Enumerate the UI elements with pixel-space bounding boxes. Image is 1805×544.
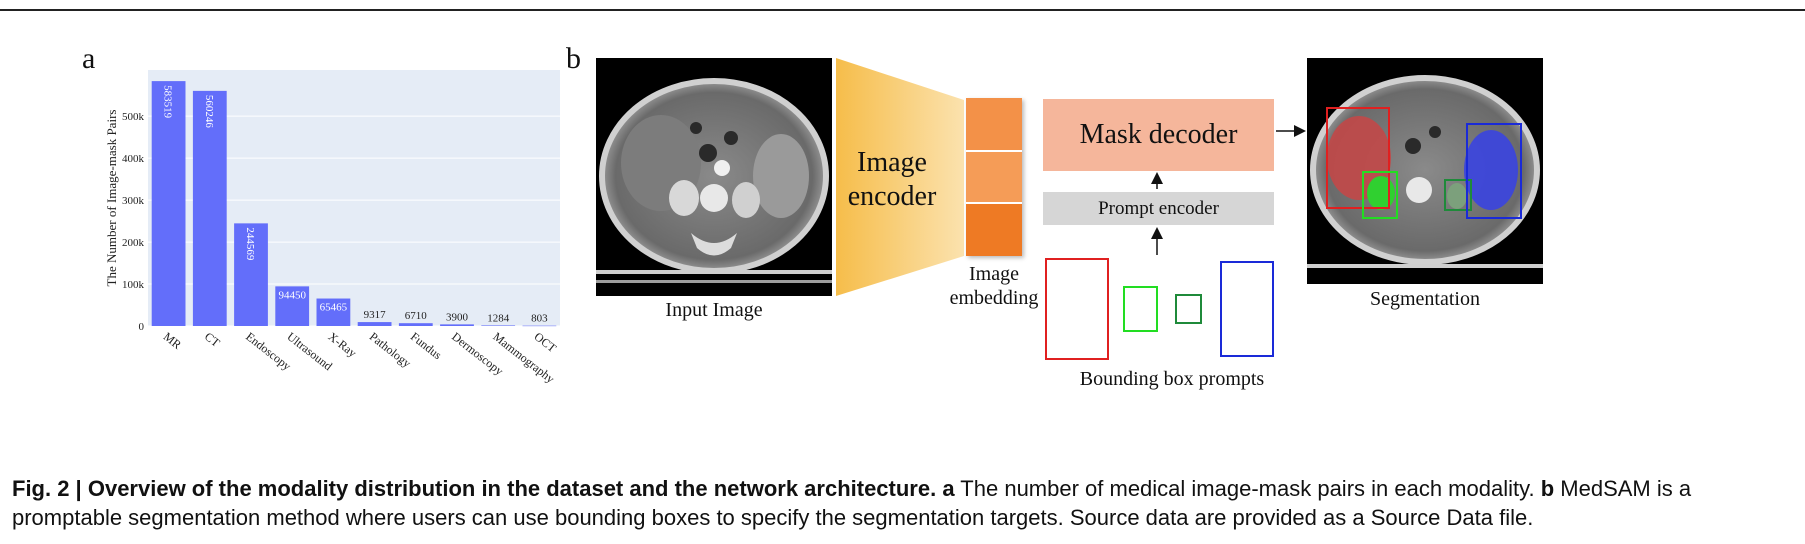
caption-a-text: The number of medical image-mask pairs i…: [954, 476, 1541, 501]
caption-fig-label: Fig. 2 |: [12, 476, 88, 501]
top-rule: [0, 9, 1805, 11]
bar-data-label: 94450: [278, 289, 306, 301]
bar-data-label: 9317: [364, 309, 387, 321]
seg-green-box: [1362, 171, 1398, 219]
seg-blue-box: [1466, 123, 1522, 219]
bar-data-label: 583519: [162, 85, 174, 119]
bar-pathology: [357, 322, 392, 326]
seg-darkgreen-box: [1444, 179, 1472, 211]
bounding-box-prompts: [1045, 258, 1274, 360]
bar-data-label: 65465: [320, 302, 348, 314]
mask-decoder-block: Mask decoder: [1043, 99, 1274, 171]
caption-line-2: promptable segmentation method where use…: [12, 505, 1534, 530]
image-encoder-label-line1: Image: [857, 147, 927, 178]
image-embedding-label-line1: Image: [969, 263, 1019, 285]
image-embedding-block: [966, 98, 1022, 256]
caption-b-text: MedSAM is a: [1554, 476, 1692, 501]
bar-data-label: 244569: [244, 227, 256, 261]
bar-x-ray: [316, 298, 351, 326]
segmentation-scan-illustration: [1307, 75, 1543, 268]
image-encoder-label: Image encoder: [836, 146, 948, 214]
image-embedding-label: Image embedding: [938, 262, 1050, 310]
caption-title: Overview of the modality distribution in…: [87, 476, 937, 501]
y-tick-label: 100k: [122, 279, 145, 291]
segmentation-label: Segmentation: [1370, 288, 1480, 310]
darkgreen-box-prompt: [1175, 294, 1202, 324]
bar-mr: [151, 81, 186, 326]
caption-line-1: Fig. 2 | Overview of the modality distri…: [12, 474, 1802, 503]
x-tick-label: Pathology: [367, 329, 414, 370]
x-tick-label: MR: [161, 329, 184, 352]
prompt-encoder-block: Prompt encoder: [1043, 192, 1274, 225]
seg-red-box: [1326, 107, 1390, 209]
green-box-prompt: [1123, 286, 1158, 332]
x-tick-label: Endoscopy: [243, 329, 294, 373]
bar-data-label: 803: [531, 313, 548, 325]
x-tick-label: X-Ray: [326, 329, 360, 360]
y-axis-label: The Number of Image-mask Pairs: [104, 110, 119, 287]
bar-data-label: 6710: [405, 310, 428, 322]
y-tick-label: 0: [139, 321, 145, 333]
flow-arrows: [1151, 125, 1306, 255]
image-embedding-label-line2: embedding: [949, 287, 1039, 309]
input-image-label: Input Image: [665, 299, 763, 321]
bar-data-label: 3900: [446, 311, 469, 323]
bar-data-label: 560246: [203, 95, 215, 129]
red-box-prompt: [1045, 258, 1109, 360]
y-tick-label: 500k: [122, 111, 145, 123]
embedding-slice-bottom: [966, 204, 1022, 256]
x-tick-label: Fundus: [408, 329, 445, 362]
bar-endoscopy: [234, 223, 268, 326]
x-tick-label: OCT: [532, 329, 560, 355]
embedding-slice-middle: [966, 152, 1022, 204]
image-encoder-block: [836, 58, 964, 296]
bar-ct: [192, 90, 227, 326]
x-tick-label: CT: [202, 329, 223, 350]
x-tick-label: Ultrasound: [284, 329, 335, 373]
embedding-slice-top: [966, 98, 1022, 152]
caption-a-label: a: [942, 476, 955, 501]
blue-box-prompt: [1220, 261, 1274, 357]
bar-fundus: [398, 323, 433, 326]
bar-dermoscopy: [440, 324, 474, 326]
y-tick-label: 300k: [122, 195, 145, 207]
input-ct-scan-illustration: [596, 78, 832, 283]
bar-oct: [522, 325, 557, 327]
figure-caption: Fig. 2 | Overview of the modality distri…: [12, 474, 1802, 532]
bbox-prompts-label: Bounding box prompts: [1079, 368, 1265, 390]
input-ct-image: [596, 58, 832, 296]
bar-mammography: [481, 325, 516, 326]
bar-data-label: 1284: [487, 312, 510, 324]
panel-a-label: a: [82, 42, 96, 75]
segmentation-output-image: [1307, 58, 1543, 284]
bar-ultrasound: [275, 286, 310, 326]
image-encoder-label-line2: encoder: [847, 181, 937, 212]
panel-b-label: b: [566, 42, 581, 75]
y-tick-label: 400k: [122, 153, 145, 165]
y-tick-label: 200k: [122, 237, 145, 249]
caption-b-label: b: [1540, 476, 1555, 501]
